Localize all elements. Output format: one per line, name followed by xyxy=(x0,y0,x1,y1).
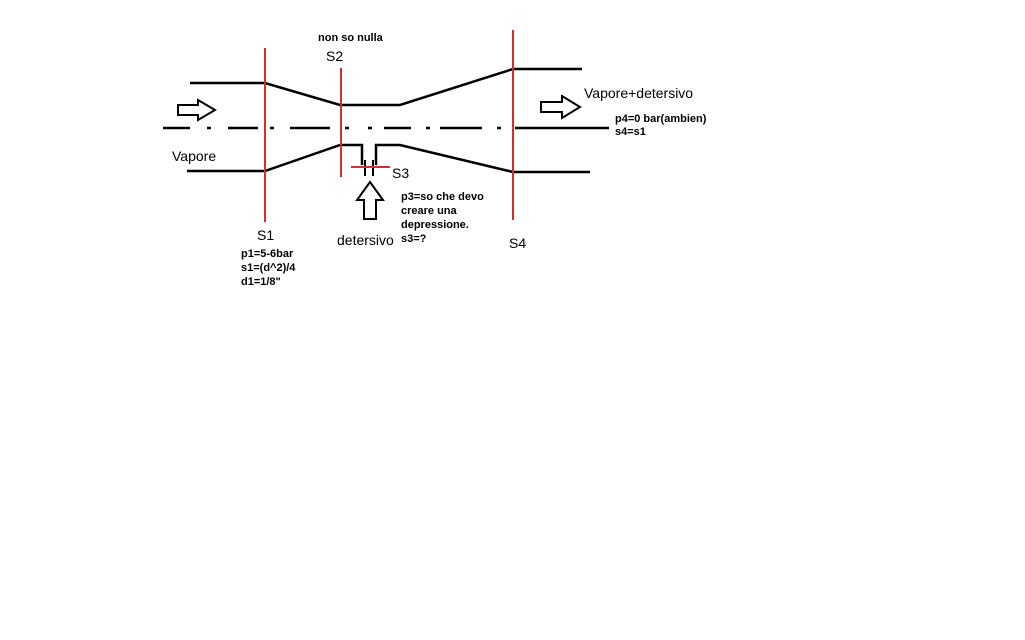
detersivo-label: detersivo xyxy=(337,232,394,248)
s1-label: S1 xyxy=(257,227,274,243)
s2-note-label: non so nulla xyxy=(318,32,384,44)
lower-pipe-wall-right xyxy=(374,143,590,174)
arrow-right-outlet-icon xyxy=(540,94,582,120)
vapore-detersivo-label: Vapore+detersivo xyxy=(584,85,693,101)
s3-note-line: p3=so che devo xyxy=(401,191,484,203)
s1-note-line: s1=(d^2)/4 xyxy=(241,262,296,274)
arrow-right-inlet-icon xyxy=(177,98,217,122)
s2-label: S2 xyxy=(326,48,343,64)
s3-note-line: s3=? xyxy=(401,233,427,245)
s1-note-line: d1=1/8" xyxy=(241,276,281,288)
s3-note-line: creare una xyxy=(401,205,458,217)
s4-note-line: p4=0 bar(ambien) xyxy=(615,113,707,125)
s4-notes: p4=0 bar(ambien) s4=s1 xyxy=(615,113,709,138)
s4-label: S4 xyxy=(509,235,526,251)
s1-notes: p1=5-6bar s1=(d^2)/4 d1=1/8" xyxy=(241,248,298,288)
vapore-label: Vapore xyxy=(172,148,216,164)
s1-note-line: p1=5-6bar xyxy=(241,248,294,260)
s3-label: S3 xyxy=(392,165,409,181)
arrow-up-detersivo-icon xyxy=(355,180,385,220)
s4-note-line: s4=s1 xyxy=(615,126,646,138)
s3-notes: p3=so che devo creare una depressione. s… xyxy=(401,191,487,245)
s3-note-line: depressione. xyxy=(401,219,469,231)
upper-pipe-wall xyxy=(190,67,582,107)
